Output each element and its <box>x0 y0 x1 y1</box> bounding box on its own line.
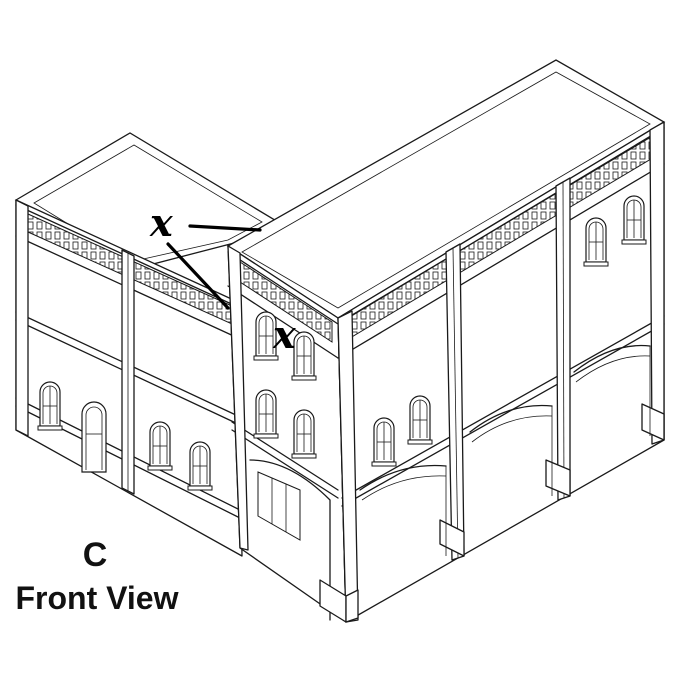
leader-line-top <box>188 224 262 232</box>
callouts: x x <box>149 200 297 357</box>
callout-x-top: x <box>149 200 174 245</box>
caption-view: Front View <box>15 580 179 616</box>
main-building <box>226 59 666 623</box>
leader-line-diagonal <box>166 242 230 310</box>
caption-letter: C <box>82 536 108 574</box>
callout-x-corner: x <box>272 312 297 357</box>
left-wing <box>14 132 280 557</box>
